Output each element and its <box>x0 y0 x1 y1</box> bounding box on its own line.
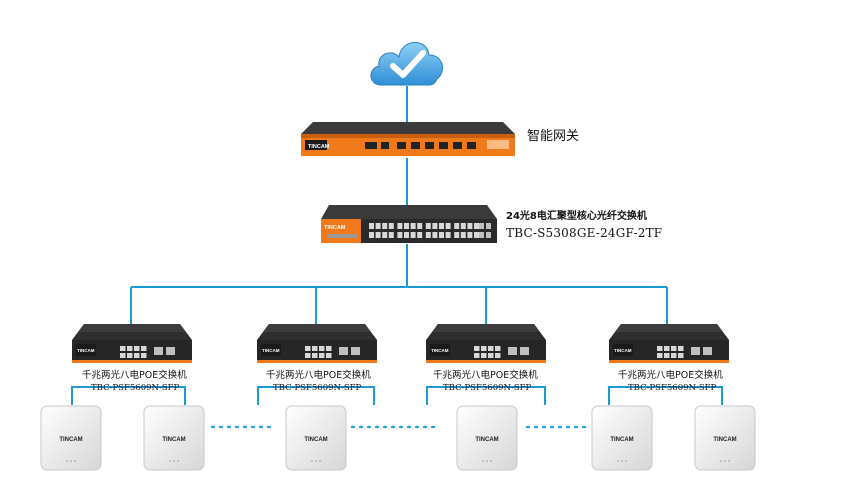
core-switch-device: TINCAM <box>321 205 497 243</box>
core-switch-port <box>460 223 466 229</box>
core-switch-uplink-port <box>479 223 484 229</box>
core-switch-port <box>425 232 431 238</box>
core-switch-port <box>454 232 460 238</box>
core-switch-port <box>388 223 394 229</box>
access-switch-model: TBC-PSF5609N-SFP <box>91 383 180 393</box>
core-switch-port <box>369 232 374 238</box>
core-switch-port <box>397 223 403 229</box>
access-point-device: TINCAM <box>285 405 347 471</box>
access-switch-brand-logo: TINCAM <box>614 348 632 353</box>
core-switch-port <box>382 232 388 238</box>
gateway-device: TINCAM <box>301 122 515 156</box>
core-switch-model: TBC-S5308GE-24GF-2TF <box>506 226 663 240</box>
core-switch-port <box>404 223 409 229</box>
access-point-device: TINCAM <box>591 405 653 471</box>
core-switch-uplink-port <box>486 232 491 238</box>
core-switch-uplink-port <box>486 223 491 229</box>
core-switch-port <box>445 223 451 229</box>
core-switch-port <box>467 223 473 229</box>
core-switch-port <box>410 223 416 229</box>
access-point-brand-logo: TINCAM <box>304 437 327 443</box>
access-switch-title: 千兆两光八电POE交换机 <box>82 370 187 381</box>
access-switch-brand-logo: TINCAM <box>77 348 95 353</box>
core-switch-port <box>382 223 388 229</box>
access-point-brand-logo: TINCAM <box>59 437 82 443</box>
gateway-brand-logo: TINCAM <box>308 144 330 150</box>
core-switch-port <box>439 232 444 238</box>
access-point-device: TINCAM <box>40 405 102 471</box>
access-point-brand-logo: TINCAM <box>162 437 185 443</box>
core-switch-port <box>417 223 423 229</box>
core-switch-brand-logo: TINCAM <box>324 225 346 231</box>
core-switch-port <box>425 223 431 229</box>
core-switch-title: 24光8电汇聚型核心光纤交换机 <box>506 211 647 222</box>
access-switch-device: TINCAM <box>257 324 377 363</box>
core-switch-port <box>375 223 381 229</box>
core-switch-port <box>474 232 479 238</box>
access-point-device: TINCAM <box>143 405 205 471</box>
access-switch-brand-logo: TINCAM <box>262 348 280 353</box>
core-switch-port <box>369 223 374 229</box>
access-switch-device: TINCAM <box>426 324 546 363</box>
link-switch3-aps <box>426 386 546 405</box>
core-switch-port <box>467 232 473 238</box>
access-point-brand-logo: TINCAM <box>610 437 633 443</box>
checkmark-icon <box>390 50 426 78</box>
core-switch-port <box>432 223 438 229</box>
core-switch-port <box>445 232 451 238</box>
access-switch-title: 千兆两光八电POE交换机 <box>433 370 538 381</box>
access-point-device: TINCAM <box>694 405 756 471</box>
core-switch-port <box>474 223 479 229</box>
access-switch-title: 千兆两光八电POE交换机 <box>266 370 371 381</box>
core-switch-uplink-port <box>479 232 484 238</box>
access-switch-model: TBC-PSF5609N-SFP <box>273 383 362 393</box>
core-switch-port <box>404 232 409 238</box>
core-switch-port <box>397 232 403 238</box>
access-switch-model: TBC-PSF5609N-SFP <box>443 383 532 393</box>
access-switch-brand-logo: TINCAM <box>431 348 449 353</box>
gateway-label: 智能网关 <box>527 129 580 144</box>
link-switch1-aps <box>71 386 186 405</box>
access-switch-device: TINCAM <box>72 324 192 363</box>
core-switch-port <box>417 232 423 238</box>
link-switch2-aps <box>257 386 375 405</box>
access-switch-title: 千兆两光八电POE交换机 <box>618 370 723 381</box>
core-switch-port <box>375 232 381 238</box>
access-switch-model: TBC-PSF5609N-SFP <box>628 383 717 393</box>
core-switch-port <box>439 223 444 229</box>
access-point-brand-logo: TINCAM <box>475 437 498 443</box>
core-switch-port <box>460 232 466 238</box>
cloud-icon <box>370 42 444 86</box>
core-switch-port <box>388 232 394 238</box>
core-switch-port <box>410 232 416 238</box>
access-point-brand-logo: TINCAM <box>713 437 736 443</box>
link-switch4-aps <box>608 386 723 405</box>
access-switch-device: TINCAM <box>609 324 729 363</box>
core-switch-port <box>454 223 460 229</box>
access-point-device: TINCAM <box>456 405 518 471</box>
core-switch-port <box>432 232 438 238</box>
